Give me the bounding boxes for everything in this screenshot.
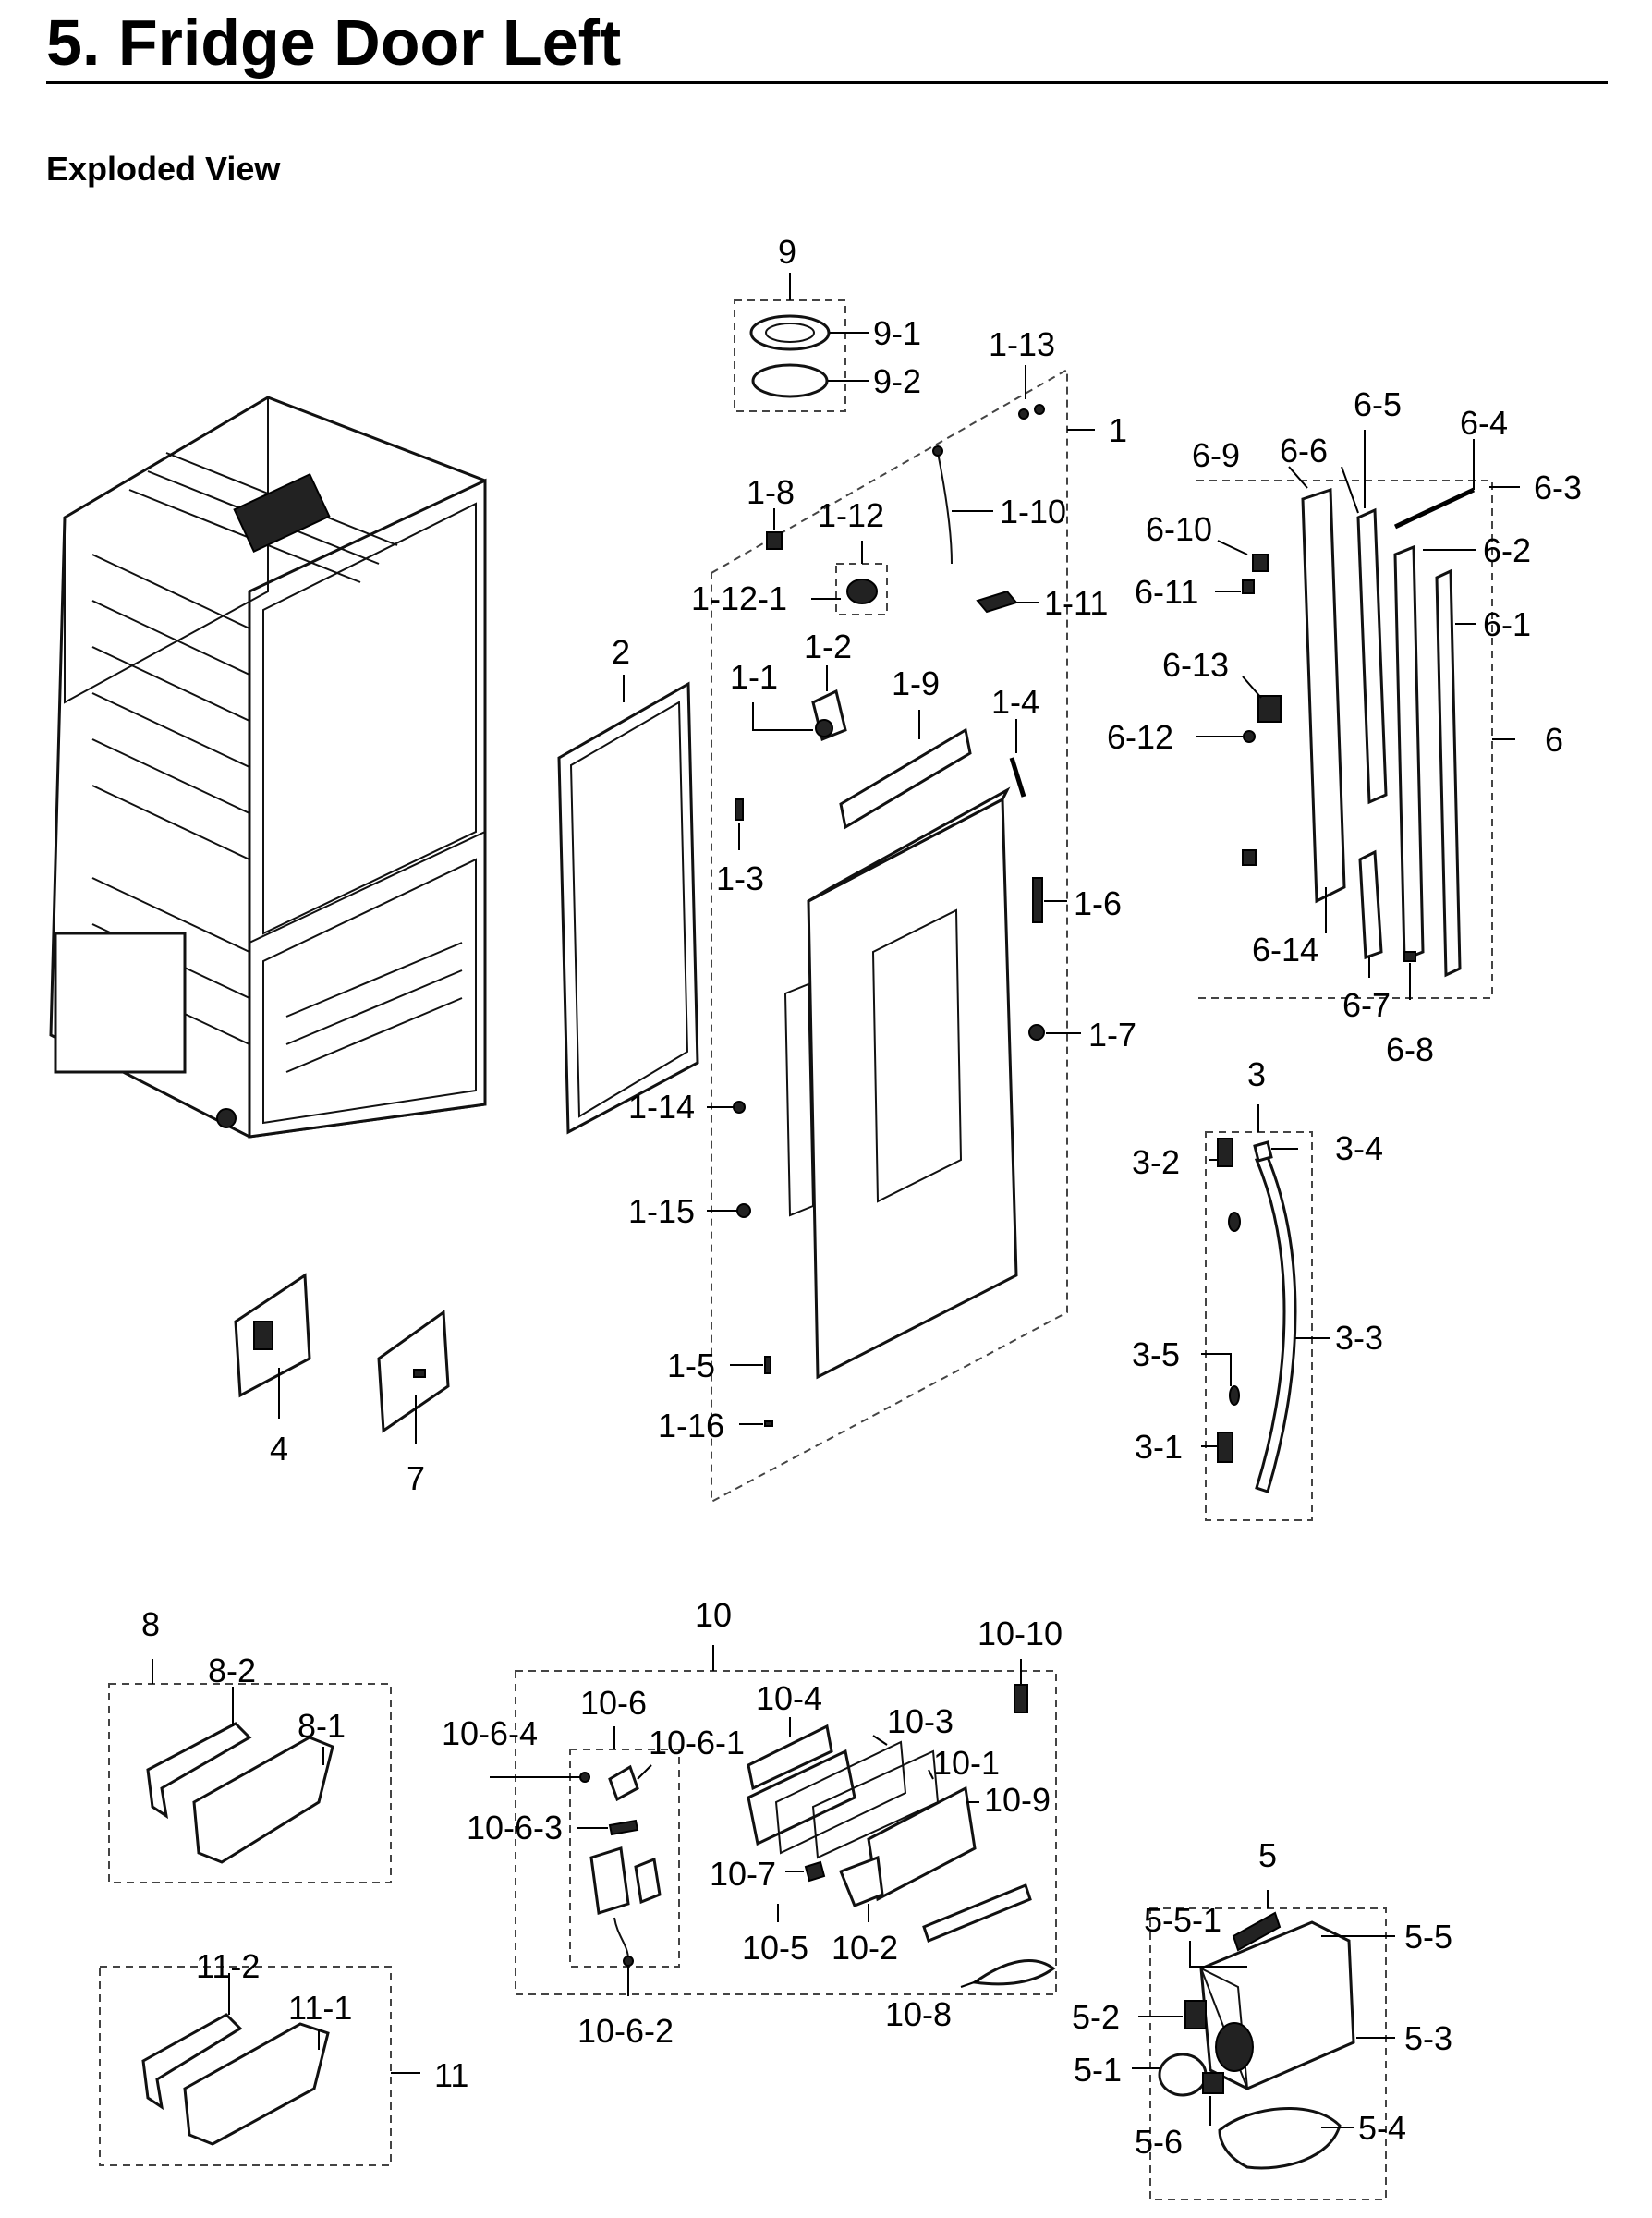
label-10-10: 10-10: [978, 1615, 1063, 1652]
label-3: 3: [1247, 1055, 1266, 1093]
label-10: 10: [695, 1596, 732, 1634]
label-1-12: 1-12: [818, 496, 884, 534]
label-5-4: 5-4: [1358, 2109, 1406, 2147]
label-9-2: 9-2: [873, 362, 921, 400]
label-10-8: 10-8: [885, 1995, 952, 2033]
label-9: 9: [778, 233, 796, 271]
label-3-4: 3-4: [1335, 1129, 1383, 1167]
label-3-5: 3-5: [1132, 1335, 1180, 1373]
label-1-3: 1-3: [716, 859, 764, 897]
label-3-3: 3-3: [1335, 1319, 1383, 1357]
label-6-8: 6-8: [1386, 1030, 1434, 1068]
part-group-8: 8 8-2 8-1: [108, 1605, 392, 1883]
label-3-1: 3-1: [1135, 1428, 1183, 1466]
label-6-6: 6-6: [1280, 432, 1328, 469]
label-7: 7: [407, 1459, 425, 1497]
label-1-10: 1-10: [1000, 493, 1066, 530]
label-6-9: 6-9: [1192, 436, 1240, 474]
label-10-6-3: 10-6-3: [467, 1809, 563, 1846]
label-1-8: 1-8: [747, 473, 795, 511]
label-1-13: 1-13: [989, 325, 1055, 363]
label-10-5: 10-5: [742, 1929, 808, 1967]
part-group-9: 9 9-1 9-2: [734, 233, 921, 412]
label-1-9: 1-9: [892, 664, 940, 702]
refrigerator-cabinet-illustration: [49, 396, 487, 1139]
label-8-1: 8-1: [298, 1707, 346, 1745]
label-8-2: 8-2: [208, 1651, 256, 1689]
label-1-2: 1-2: [804, 628, 852, 665]
title-rule: [46, 81, 1608, 84]
label-6-4: 6-4: [1460, 404, 1508, 442]
label-1-7: 1-7: [1088, 1016, 1136, 1054]
label-6-11: 6-11: [1135, 573, 1198, 611]
page-title: 5. Fridge Door Left: [46, 6, 622, 79]
label-5-5: 5-5: [1404, 1918, 1452, 1956]
part-group-10: 10 10-6 10-6-4 10-6-1 10-6-3 10-6-2 10-4…: [442, 1596, 1063, 2050]
label-10-6-1: 10-6-1: [649, 1724, 745, 1761]
label-10-7: 10-7: [710, 1855, 776, 1893]
part-group-11: 11 11-2 11-1: [99, 1947, 468, 2166]
label-6-5: 6-5: [1354, 385, 1402, 423]
label-10-2: 10-2: [832, 1929, 898, 1967]
label-9-1: 9-1: [873, 314, 921, 352]
label-4: 4: [270, 1430, 288, 1468]
label-6-3: 6-3: [1534, 469, 1582, 506]
label-6-13: 6-13: [1162, 646, 1229, 684]
label-11: 11: [434, 2056, 468, 2094]
label-10-1: 10-1: [933, 1744, 1000, 1782]
label-3-2: 3-2: [1132, 1143, 1180, 1181]
label-6-14: 6-14: [1252, 931, 1318, 969]
label-8: 8: [141, 1605, 160, 1643]
label-1: 1: [1109, 411, 1127, 449]
label-11-1: 11-1: [288, 1989, 352, 2027]
label-10-4: 10-4: [756, 1679, 822, 1717]
label-1-12-1: 1-12-1: [691, 579, 787, 617]
label-5-3: 5-3: [1404, 2019, 1452, 2057]
label-1-6: 1-6: [1074, 884, 1122, 922]
bracket-part-4: 4: [234, 1273, 311, 1468]
label-1-16: 1-16: [658, 1407, 724, 1444]
cover-part-7: 7: [377, 1310, 450, 1497]
label-11-2: 11-2: [196, 1947, 260, 1985]
label-1-1: 1-1: [730, 658, 778, 696]
label-6-2: 6-2: [1483, 531, 1531, 569]
label-5-2: 5-2: [1072, 1998, 1120, 2036]
label-10-6: 10-6: [580, 1684, 647, 1722]
page-subtitle: Exploded View: [46, 150, 281, 188]
label-6-10: 6-10: [1146, 510, 1212, 548]
label-6-12: 6-12: [1107, 718, 1173, 756]
label-10-6-2: 10-6-2: [577, 2012, 674, 2050]
label-5-1: 5-1: [1074, 2051, 1122, 2089]
label-5-5-1: 5-5-1: [1144, 1901, 1221, 1939]
door-gasket-part-2: 2: [557, 633, 699, 1135]
label-10-9: 10-9: [984, 1781, 1051, 1819]
label-6-1: 6-1: [1483, 605, 1531, 643]
label-2: 2: [612, 633, 630, 671]
label-5-6: 5-6: [1135, 2123, 1183, 2161]
part-group-5: 5 5-5-1 5-5 5-3 5-2 5-1 5-6 5-4: [1072, 1836, 1452, 2200]
door-assembly-part-1: 1 1-9 1-13 1-10 1-8 1-12 1-12-1: [628, 325, 1136, 1504]
part-group-6: 6 6-5 6-4 6-3 6-2 6-1 6-9 6-6 6-10 6-1: [1107, 385, 1582, 1068]
label-1-15: 1-15: [628, 1192, 695, 1230]
label-1-14: 1-14: [628, 1088, 695, 1126]
label-1-11: 1-11: [1044, 584, 1108, 622]
label-10-6-4: 10-6-4: [442, 1714, 538, 1752]
label-5: 5: [1258, 1836, 1277, 1874]
label-6: 6: [1545, 721, 1563, 759]
part-group-3: 3 3-2 3-4 3-3 3-5 3-1: [1132, 1055, 1383, 1521]
label-6-7: 6-7: [1342, 986, 1391, 1024]
label-1-5: 1-5: [667, 1347, 715, 1384]
label-10-3: 10-3: [887, 1702, 954, 1740]
label-1-4: 1-4: [991, 683, 1039, 721]
